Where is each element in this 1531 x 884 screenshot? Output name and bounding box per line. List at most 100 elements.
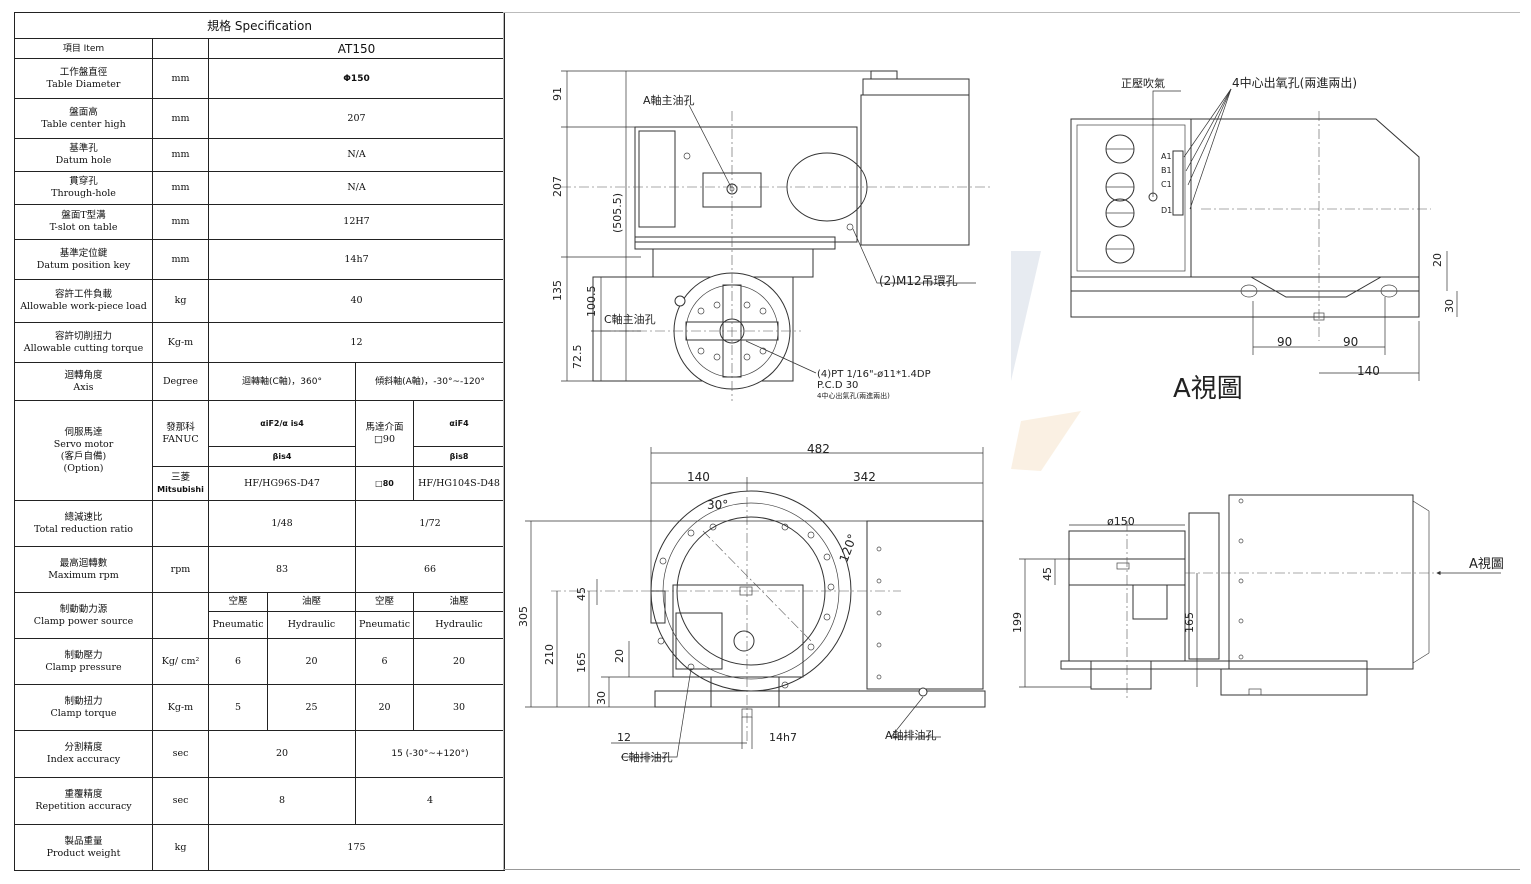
label-center-air: 4中心出氧孔(兩進兩出) — [1232, 75, 1357, 90]
load-value: 40 — [208, 279, 505, 323]
key-value: 14h7 — [208, 239, 505, 280]
label-hoist: (2)M12吊環孔 — [879, 274, 958, 288]
dim-30-view: 30 — [1443, 299, 1456, 313]
dim-100-5: 100.5 — [585, 286, 598, 318]
port-a1: A1 — [1161, 152, 1172, 161]
dim-342: 342 — [853, 470, 876, 484]
a-motor-fanuc: αiF4 — [413, 400, 505, 447]
dim-120-deg: 120° — [837, 532, 860, 564]
dim-14h7: 14h7 — [769, 731, 797, 744]
label-air-blow: 正壓吹氣 — [1121, 76, 1165, 90]
diameter-value: Φ150 — [208, 58, 505, 99]
repeat-c-value: 8 — [208, 777, 356, 825]
through-value: N/A — [208, 171, 505, 205]
dim-305: 305 — [517, 606, 530, 627]
dim-20: 20 — [613, 649, 626, 663]
diameter-unit: mm — [152, 58, 209, 99]
datum-value: N/A — [208, 138, 505, 172]
torque-unit: Kg-m — [152, 322, 209, 363]
repeat-a-value: 4 — [355, 777, 505, 825]
c-motor-interface: 馬達介面□90 — [355, 400, 414, 467]
clamp-pressure-unit: Kg/ cm² — [152, 638, 209, 685]
clamp-pressure-c-air: 6 — [208, 638, 268, 685]
label-pcd: P.C.D 30 — [817, 380, 858, 391]
tslot-value: 12H7 — [208, 204, 505, 240]
torque-value: 12 — [208, 322, 505, 363]
dim-91: 91 — [551, 87, 564, 101]
model-header: AT150 — [208, 38, 505, 59]
label-c-oil-in: C軸主油孔 — [604, 312, 656, 326]
through-unit: mm — [152, 171, 209, 205]
axis-c-value: 迴轉軸(C軸)，360° — [208, 362, 356, 401]
label-c-oil-out: C軸排油孔 — [621, 750, 673, 764]
label-a-oil-in: A軸主油孔 — [643, 93, 695, 107]
dim-482: 482 — [807, 442, 830, 456]
view-a-title: A視圖 — [1173, 374, 1243, 404]
load-unit: kg — [152, 279, 209, 323]
dim-207: 207 — [551, 176, 564, 197]
technical-drawing-panel: 91 207 (505.5) 135 100.5 72.5 A軸主油孔 C軸主油… — [503, 12, 1520, 870]
tslot-unit: mm — [152, 204, 209, 240]
label-pt-holes: (4)PT 1/16"-ø11*1.4DP — [817, 369, 931, 380]
dim-140-view: 140 — [1357, 364, 1380, 378]
item-header: 項目 Item — [14, 38, 153, 59]
dim-45-side: 45 — [1041, 567, 1054, 581]
axis-a-value: 傾斜軸(A軸)，-30°~-120° — [355, 362, 505, 401]
a-motor-fanuc-beta: βis8 — [413, 446, 505, 467]
dim-dia-150: ø150 — [1107, 515, 1135, 528]
index-a-value: 15 (-30°~+120°) — [355, 730, 505, 778]
port-b1: B1 — [1161, 166, 1172, 175]
c-motor-mits: HF/HG96S-D47 — [208, 466, 356, 501]
dim-199: 199 — [1011, 612, 1024, 633]
clamp-torque-a-oil: 30 — [413, 684, 505, 731]
side-view — [1019, 494, 1501, 701]
clamp-torque-unit: Kg-m — [152, 684, 209, 731]
technical-drawing: 91 207 (505.5) 135 100.5 72.5 A軸主油孔 C軸主油… — [517, 70, 1504, 764]
index-unit: sec — [152, 730, 209, 778]
view-a-arrow-label: A視圖 — [1469, 557, 1504, 572]
dim-72-5: 72.5 — [571, 345, 584, 370]
ratio-c-value: 1/48 — [208, 500, 356, 547]
dim-12: 12 — [617, 731, 631, 744]
front-view-top — [561, 70, 991, 401]
index-c-value: 20 — [208, 730, 356, 778]
dim-140: 140 — [687, 470, 710, 484]
dim-505: (505.5) — [611, 193, 624, 233]
rpm-unit: rpm — [152, 546, 209, 593]
dim-30: 30 — [595, 691, 608, 705]
ratio-a-value: 1/72 — [355, 500, 505, 547]
key-unit: mm — [152, 239, 209, 280]
dim-20-view: 20 — [1431, 253, 1444, 267]
rpm-a-value: 66 — [355, 546, 505, 593]
watermark — [1011, 251, 1081, 471]
a-motor-mits: HF/HG104S-D48 — [413, 466, 505, 501]
c-motor-fanuc-beta: βis4 — [208, 446, 356, 467]
clamp-torque-c-air: 5 — [208, 684, 268, 731]
clamp-pressure-a-oil: 20 — [413, 638, 505, 685]
clamp-pressure-c-oil: 20 — [267, 638, 356, 685]
weight-value: 175 — [208, 824, 505, 871]
port-d1: D1 — [1161, 206, 1172, 215]
repeat-unit: sec — [152, 777, 209, 825]
dim-165: 165 — [575, 652, 588, 673]
view-a — [1070, 111, 1458, 381]
dim-30-deg: 30° — [707, 498, 728, 512]
datum-unit: mm — [152, 138, 209, 172]
